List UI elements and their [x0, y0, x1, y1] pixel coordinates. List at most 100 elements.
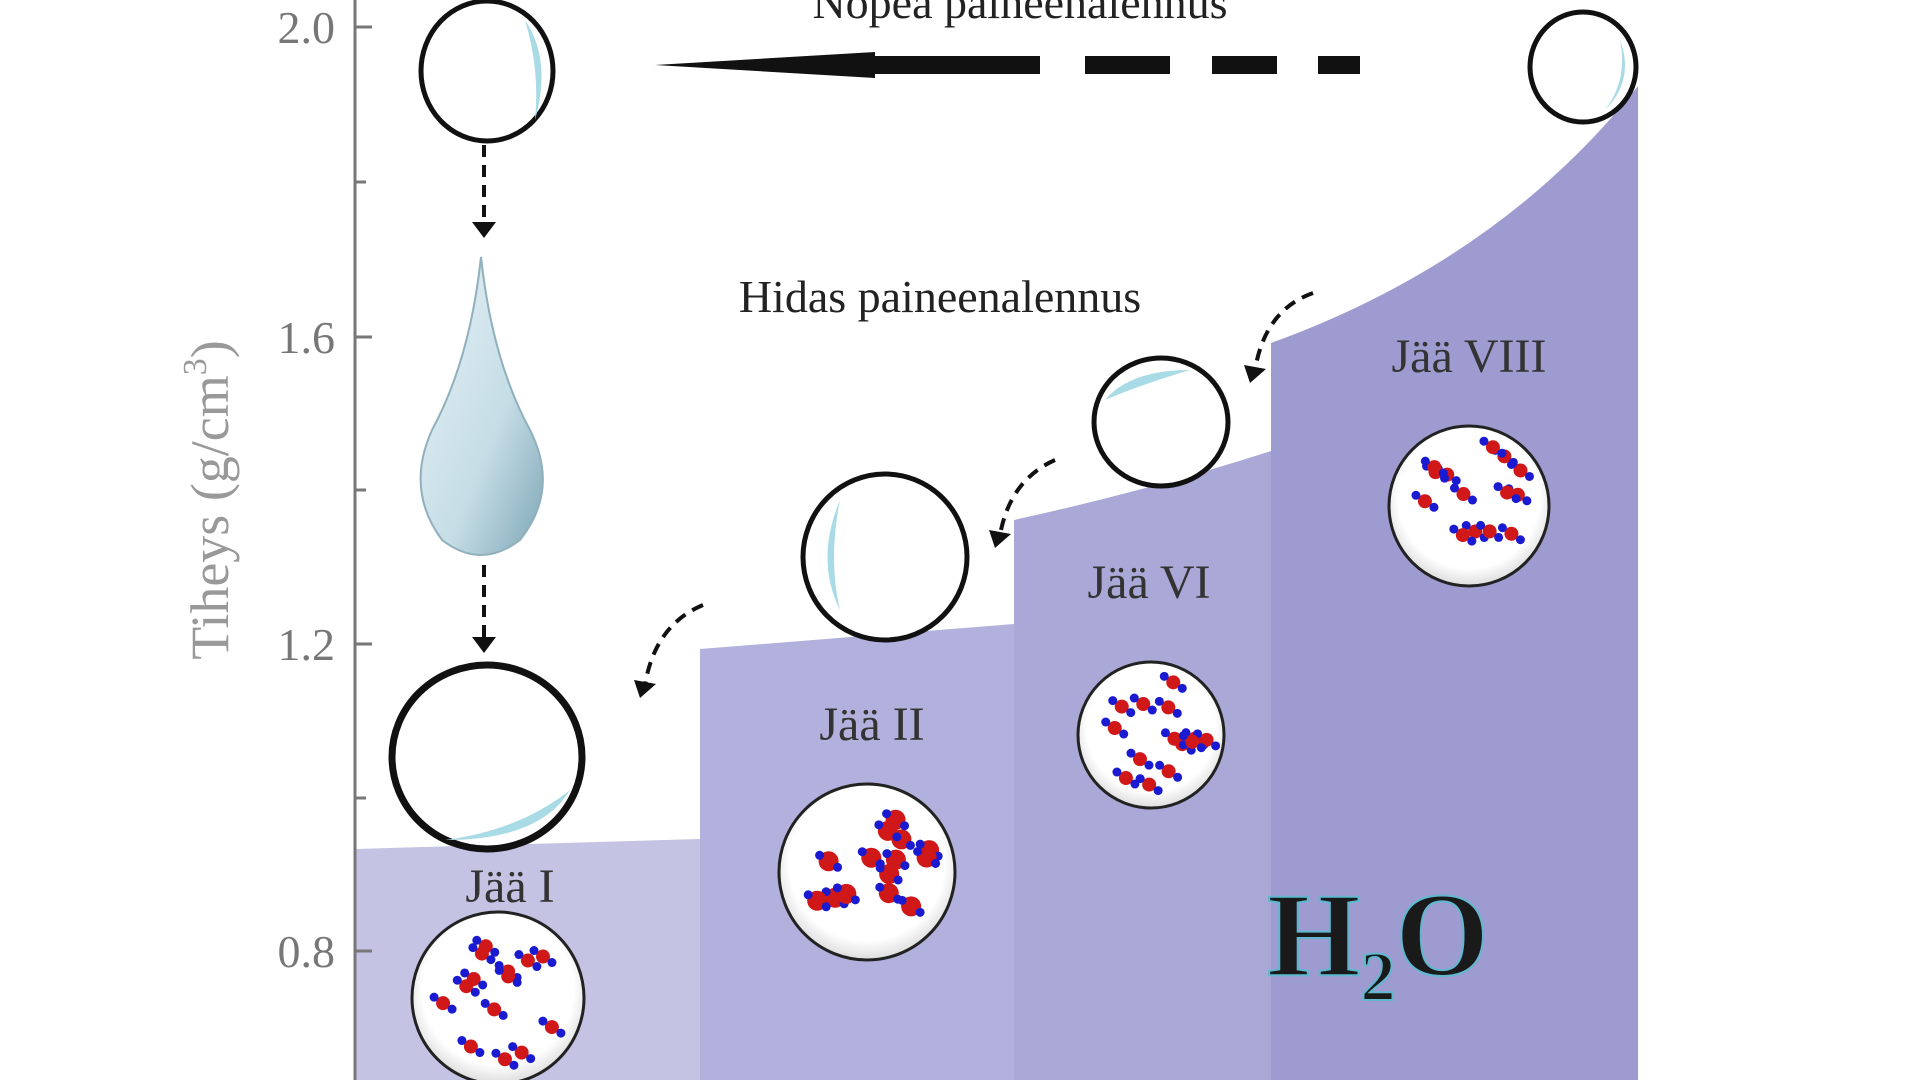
hydrogen-atom — [1112, 767, 1122, 777]
y-tick-label: 1.6 — [278, 312, 336, 363]
hydrogen-atom — [815, 850, 825, 860]
hydrogen-atom — [529, 946, 539, 956]
hydrogen-atom — [875, 882, 885, 892]
oxygen-atom — [497, 1052, 512, 1067]
molecule-structures — [410, 424, 1551, 1080]
hydrogen-atom — [547, 958, 557, 968]
hydrogen-atom — [874, 820, 884, 830]
hydrogen-atom — [475, 1048, 485, 1058]
hydrogen-atom — [900, 821, 910, 831]
hydrogen-atom — [429, 992, 439, 1002]
hydrogen-atom — [452, 975, 462, 985]
y-tick-label: 0.8 — [278, 926, 336, 977]
hydrogen-atom — [915, 839, 925, 849]
hydrogen-atom — [893, 875, 903, 885]
oxygen-atom — [1118, 771, 1133, 786]
oxygen-atom — [459, 979, 474, 994]
hydrogen-atom — [1438, 468, 1448, 478]
hydrogen-atom — [1160, 728, 1170, 738]
oxygen-atom — [514, 1045, 529, 1060]
hydrogen-atom — [472, 935, 482, 945]
hydrogen-atom — [1159, 671, 1169, 681]
oxygen-atom — [1513, 463, 1528, 478]
hydrogen-atom — [833, 862, 843, 872]
hydrogen-atom — [1493, 482, 1503, 492]
oxygen-atom — [1417, 494, 1432, 509]
hydrogen-atom — [850, 895, 860, 905]
hydrogen-atom — [1153, 786, 1163, 796]
oxygen-atom — [1456, 487, 1471, 502]
slow-decompression-label: Hidas paineenalennus — [739, 271, 1141, 322]
hydrogen-atom — [1497, 523, 1507, 533]
oxygen-atom — [474, 946, 489, 961]
hydrogen-atom — [486, 955, 496, 965]
oxygen-atom — [1504, 526, 1519, 541]
hydrogen-atom — [1515, 535, 1525, 545]
hydrogen-atom — [1177, 683, 1187, 693]
fast-decompression-label: Nopea paineenalennus — [812, 0, 1227, 28]
bubble-highlight — [445, 20, 1625, 840]
hydrogen-atom — [457, 1036, 467, 1046]
dashed-arrow — [482, 145, 1314, 686]
oxygen-atom — [1199, 732, 1214, 747]
hydrogen-atom — [494, 965, 504, 975]
oxygen-atom — [1485, 440, 1500, 455]
oxygen-atom — [1427, 460, 1442, 475]
hydrogen-atom — [447, 1004, 457, 1014]
hydrogen-atom — [1154, 696, 1164, 706]
hydrogen-atom — [900, 861, 910, 871]
hydrogen-atom — [1511, 494, 1521, 504]
hydrogen-atom — [508, 1042, 518, 1052]
y-axis-ticks — [355, 25, 372, 953]
y-axis-label: Tiheys (g/cm3) — [177, 340, 240, 660]
phase-label-ice-i: Jää I — [465, 860, 554, 913]
hydrogen-atom — [1144, 760, 1154, 770]
hydrogen-atom — [931, 858, 941, 868]
hydrogen-atom — [875, 859, 885, 869]
hydrogen-atom — [1411, 490, 1421, 500]
hydrogen-atom — [1449, 483, 1459, 493]
hydrogen-atom — [480, 998, 490, 1008]
phase-label-ice-viii: Jää VIII — [1391, 330, 1546, 383]
hydrogen-atom — [1126, 748, 1136, 758]
oxygen-atom — [1166, 675, 1181, 690]
oxygen-atom — [535, 949, 550, 964]
oxygen-atom — [1185, 734, 1200, 749]
hydrogen-atom — [1508, 457, 1518, 467]
molecule-structure-icon — [1387, 424, 1551, 588]
hydrogen-atom — [512, 977, 522, 987]
hydrogen-atom — [460, 968, 470, 978]
hydrogen-atom — [1522, 496, 1532, 506]
oxygen-atom — [1500, 485, 1515, 500]
hydrogen-atom — [470, 987, 480, 997]
hydrogen-atom — [882, 849, 892, 859]
fast-arrow — [655, 52, 1360, 78]
hydrogen-atom — [478, 980, 488, 990]
hydrogen-atom — [892, 832, 902, 842]
hydrogen-atom — [821, 902, 831, 912]
arrow-head — [472, 222, 1266, 698]
phase-label-ice-vi: Jää VI — [1087, 556, 1210, 609]
hydrogen-atom — [1479, 436, 1489, 446]
hydrogen-atom — [1172, 708, 1182, 718]
bubble-icon — [388, 0, 1639, 853]
hydrogen-atom — [526, 1054, 536, 1064]
hydrogen-atom — [1420, 456, 1430, 466]
oxygen-atom — [1136, 697, 1151, 712]
oxygen-atom — [501, 969, 516, 984]
hydrogen-atom — [1461, 521, 1471, 531]
hydrogen-atom — [1497, 448, 1507, 458]
oxygen-atom — [436, 996, 451, 1011]
hydrogen-atom — [1467, 536, 1477, 546]
y-tick-label: 2.0 — [278, 2, 336, 53]
hydrogen-atom — [1211, 741, 1221, 751]
oxygen-atom — [1107, 721, 1122, 736]
hydrogen-atom — [1467, 495, 1477, 505]
hydrogen-atom — [1429, 502, 1439, 512]
hydrogen-atom — [1108, 696, 1118, 706]
hydrogen-atom — [1173, 772, 1183, 782]
hydrogen-atom — [1449, 524, 1459, 534]
oxygen-atom — [1114, 699, 1129, 714]
hydrogen-atom — [915, 907, 925, 917]
